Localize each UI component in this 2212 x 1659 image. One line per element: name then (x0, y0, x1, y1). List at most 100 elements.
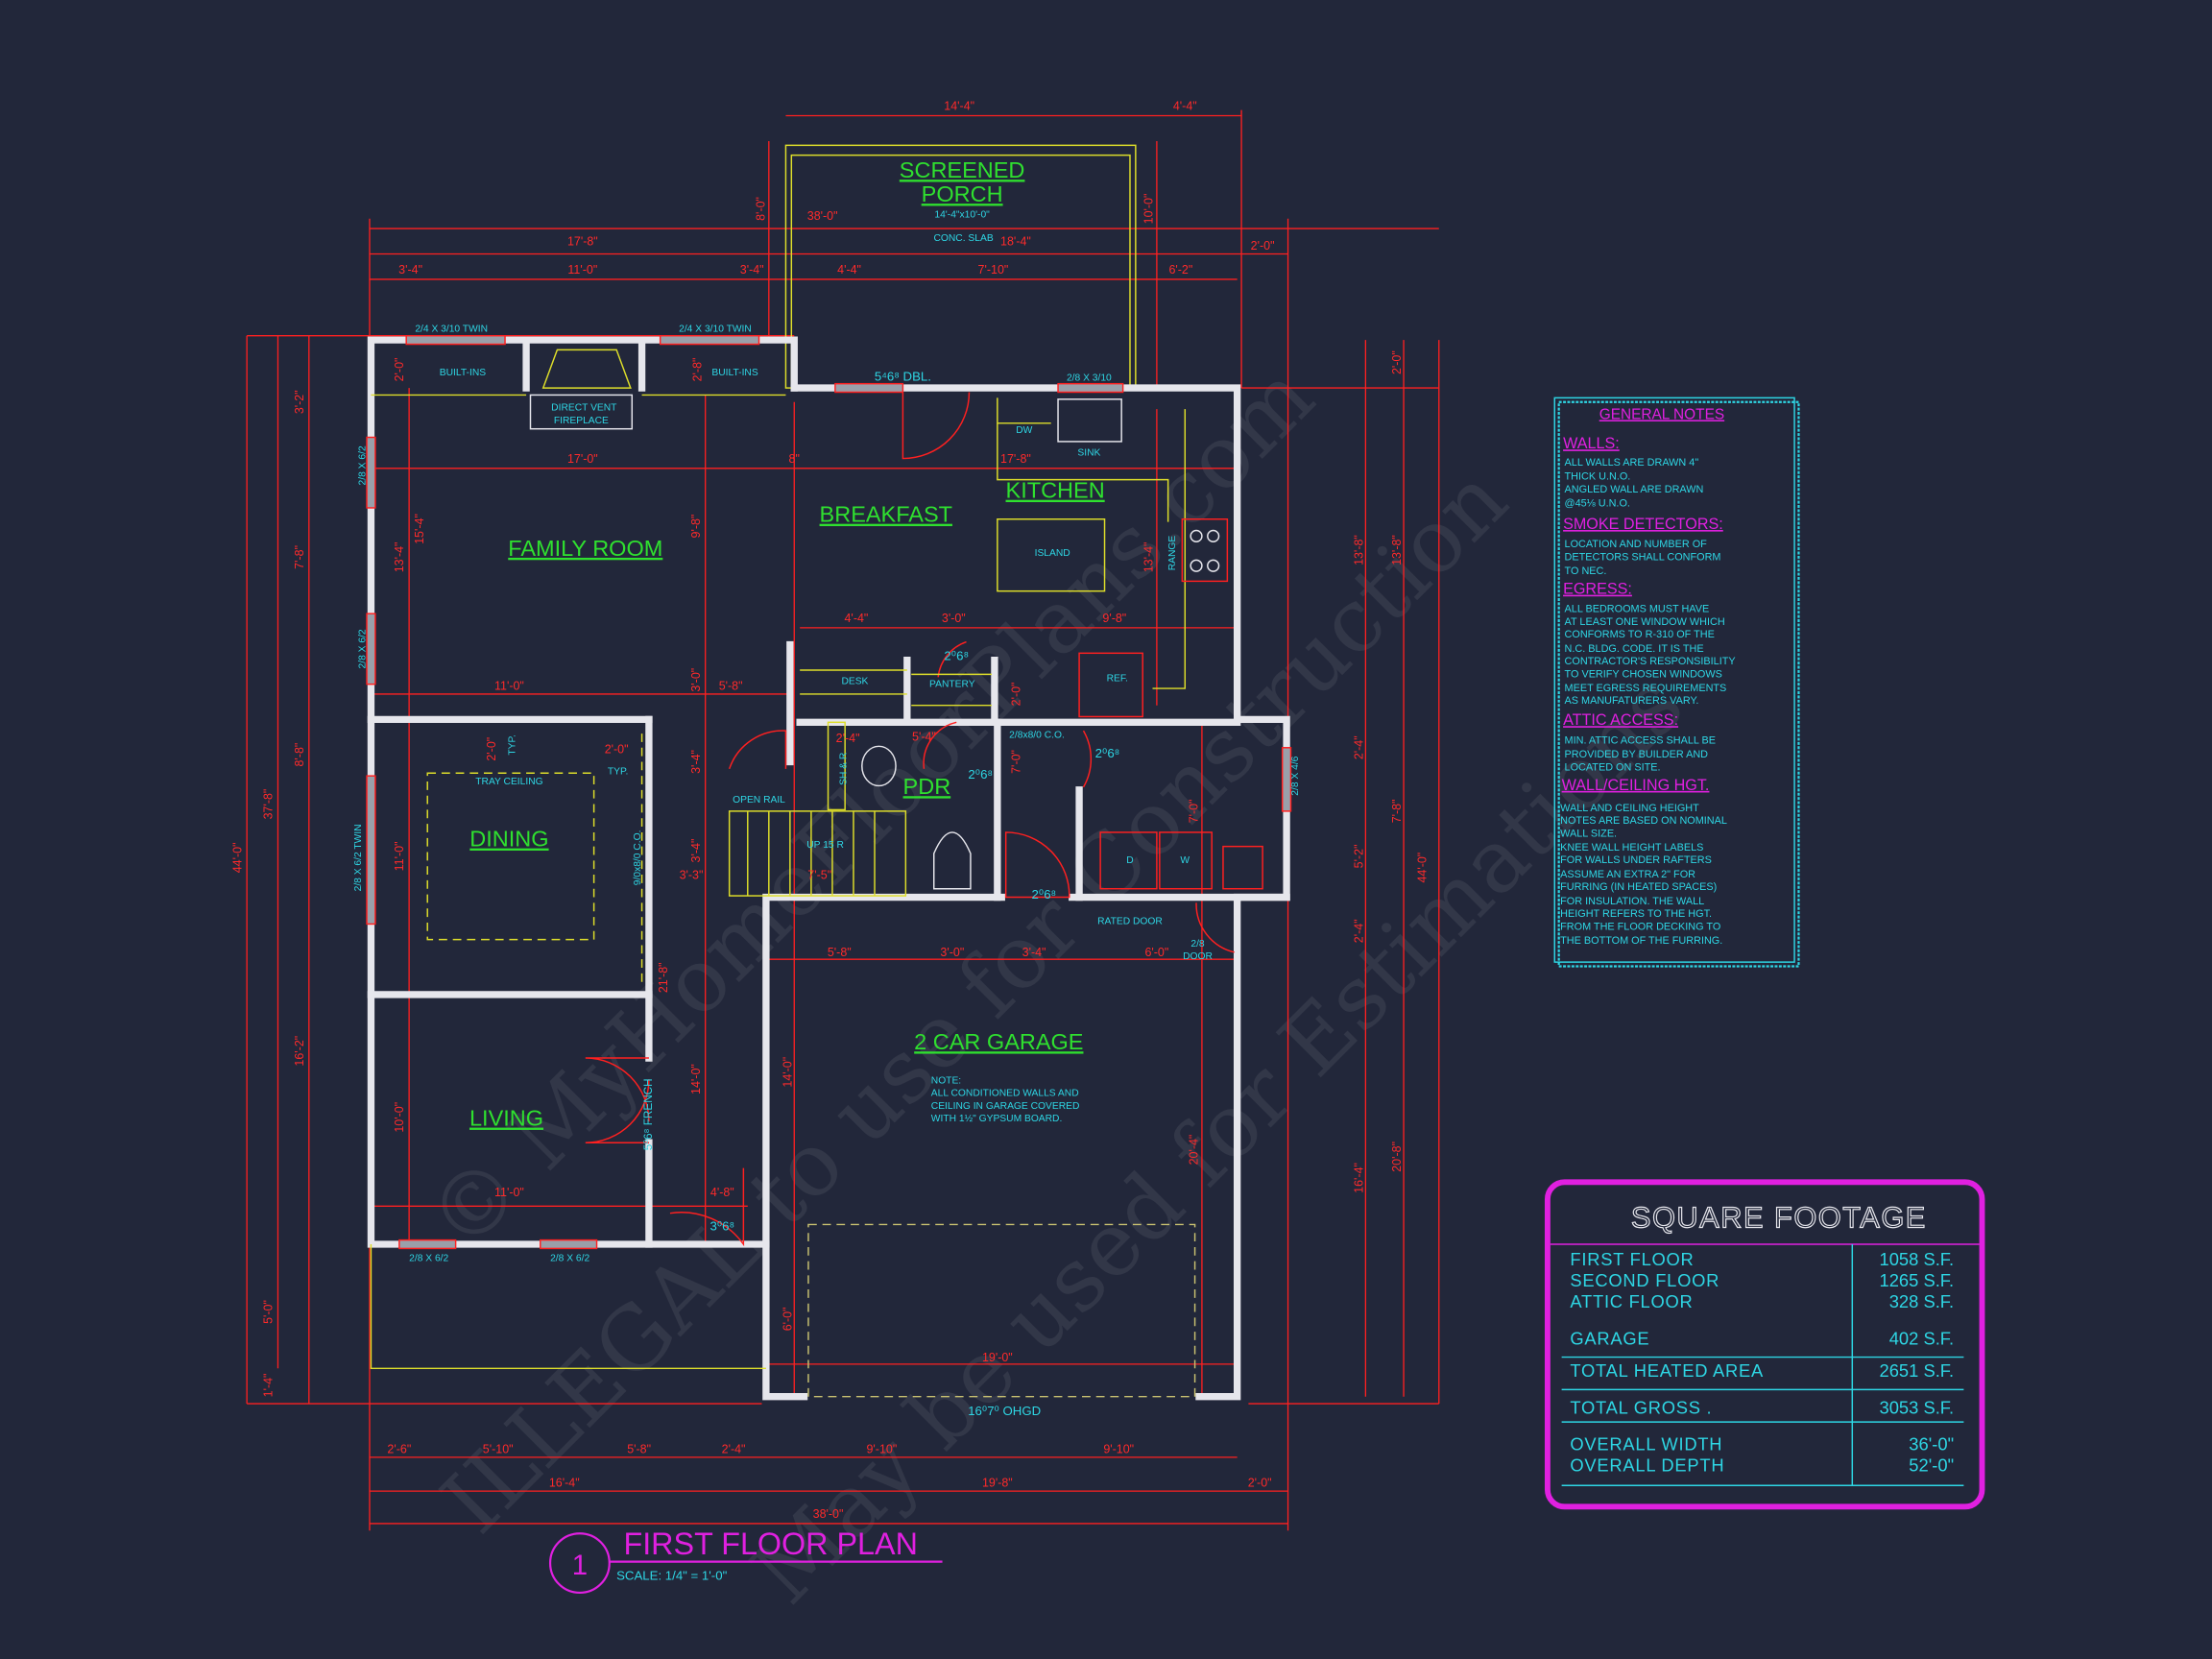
window-label: 2/8 X 6/2 (358, 629, 369, 668)
dimension-label: 2'-8" (690, 358, 704, 382)
note-line: THICK U.N.O. (1565, 471, 1631, 483)
square-footage-table: SQUARE FOOTAGE FIRST FLOOR 1058 S.F. SEC… (1544, 1179, 1985, 1510)
window-label: 2/8 X 4/6 (1290, 756, 1301, 795)
note-line: FURRING (IN HEATED SPACES) (1560, 881, 1717, 893)
room-kitchen: KITCHEN (1006, 478, 1105, 503)
typ-label: TYP. (507, 734, 517, 756)
dimension-label: 4'-4" (1173, 100, 1197, 113)
refrigerator-label: REF. (1107, 674, 1128, 685)
dimension-label: 7'-5" (807, 868, 831, 881)
dimension-label: 8'-0" (754, 197, 767, 221)
dimension-label: 7'-0" (1188, 799, 1201, 823)
note-line: ALL WALLS ARE DRAWN 4" (1565, 457, 1699, 469)
dimension-label: 2'-0" (1248, 1477, 1272, 1490)
garage-note-heading: NOTE: (931, 1075, 961, 1086)
dimension-lines (246, 109, 1440, 1531)
window-label: 2/8 X 6/2 (409, 1254, 448, 1264)
notes-heading-wall-ceiling: WALL/CEILING HGT. (1562, 777, 1710, 794)
shelf-rod-label: SH & R (839, 753, 850, 785)
dryer-label: D (1126, 855, 1133, 866)
cased-opening-label: 9/0x8/0 C.O. (633, 830, 643, 886)
doors (585, 392, 1235, 1247)
door-label: 5⁴6⁸ DBL. (875, 370, 931, 384)
note-line: HEIGHT REFERS TO THE HGT. (1560, 908, 1712, 920)
note-line: FOR WALLS UNDER RAFTERS (1560, 854, 1712, 866)
dimension-label: 16'-4" (1352, 1163, 1365, 1193)
door-label: 2⁰6⁸ (1032, 887, 1057, 902)
note-line: TO VERIFY CHOSEN WINDOWS (1565, 668, 1722, 680)
fireplace-label: FIREPLACE (554, 416, 609, 426)
sf-value: 2651 S.F. (1880, 1360, 1955, 1381)
window-label: 2/4 X 3/10 TWIN (679, 324, 752, 334)
stairs-label: UP 15 R (806, 840, 844, 851)
rated-door-label: RATED DOOR (1097, 916, 1163, 926)
dimension-label: 5'-4" (912, 730, 936, 743)
sf-value: 1058 S.F. (1880, 1249, 1955, 1269)
door-label: 2/8 (1190, 939, 1205, 950)
dimension-label: 3'-4" (689, 839, 703, 863)
dimension-label: 4'-8" (710, 1186, 734, 1199)
door-label: 2⁰6⁸ (1095, 746, 1120, 760)
note-line: @45⅛ U.N.O. (1565, 498, 1630, 510)
conc-slab-label: CONC. SLAB (933, 233, 993, 244)
sf-label: GARAGE (1570, 1328, 1649, 1348)
dimension-label: 9'-8" (689, 515, 703, 539)
dimension-label: 13'-4" (1142, 542, 1155, 573)
dimension-label: 11'-0" (494, 680, 524, 693)
dimension-label: 3'-0" (689, 668, 703, 692)
dimension-label: 2'-0" (1251, 239, 1275, 252)
dimension-label: 2'-0" (1009, 683, 1022, 707)
note-line: AT LEAST ONE WINDOW WHICH (1565, 616, 1725, 628)
square-footage-title: SQUARE FOOTAGE (1631, 1200, 1927, 1234)
dimension-label: 11'-0" (494, 1186, 524, 1199)
dimension-label: 19'-0" (982, 1351, 1013, 1364)
sf-label: SECOND FLOOR (1570, 1270, 1719, 1290)
dimension-label: 6'-0" (781, 1307, 794, 1331)
builtins-label: BUILT-INS (440, 368, 486, 378)
sf-label: TOTAL HEATED AREA (1570, 1360, 1764, 1381)
dimension-label: 3'-4" (740, 263, 764, 276)
open-rail-label: OPEN RAIL (733, 795, 785, 805)
room-pdr: PDR (903, 774, 951, 799)
dimension-label: 5'-10" (483, 1442, 514, 1455)
dimension-label: 3'-2" (293, 390, 306, 414)
dimension-label: 10'-0" (1142, 194, 1155, 225)
porch-size: 14'-4"x10'-0" (934, 209, 990, 220)
dimension-label: 44'-0" (230, 843, 244, 874)
note-line: FROM THE FLOOR DECKING TO (1560, 921, 1720, 932)
room-dining: DINING (469, 827, 548, 852)
fixtures (370, 349, 1263, 1398)
note-line: WALL AND CEILING HEIGHT (1560, 803, 1699, 814)
dimension-label: 16'-2" (293, 1036, 306, 1067)
dimension-label: 17'-8" (1000, 452, 1031, 466)
door-label: 2⁰6⁸ (968, 767, 993, 781)
dimension-label: 11'-0" (393, 841, 406, 871)
notes-title: GENERAL NOTES (1599, 406, 1724, 422)
dimension-label: 5'-8" (719, 680, 743, 693)
room-labels: SCREENED PORCH 14'-4"x10'-0" FAMILY ROOM… (469, 157, 1105, 1130)
garage-note-line: WITH 1½" GYPSUM BOARD. (931, 1114, 1063, 1124)
dimension-label: 3'-4" (689, 750, 703, 774)
note-line: DETECTORS SHALL CONFORM (1565, 551, 1721, 563)
dimension-label: 13'-4" (393, 542, 406, 573)
room-breakfast: BREAKFAST (820, 502, 952, 527)
drawing-title: 1 FIRST FLOOR PLAN SCALE: 1/4" = 1'-0" (548, 1527, 943, 1595)
dimension-label: 4'-4" (837, 263, 861, 276)
notes-heading-walls: WALLS: (1563, 435, 1620, 452)
dimension-label: 2'-0" (393, 358, 406, 382)
windows (366, 334, 1292, 1250)
builtins-label: BUILT-INS (711, 368, 757, 378)
note-line: THE BOTTOM OF THE FURRING. (1560, 935, 1722, 947)
note-line: ANGLED WALL ARE DRAWN (1565, 484, 1704, 495)
dimension-label: 5'-8" (627, 1442, 651, 1455)
dimension-label: 7'-8" (1390, 799, 1404, 823)
dimension-label: 9'-8" (1102, 612, 1126, 625)
dimension-label: 5'-0" (262, 1300, 276, 1324)
sf-label: TOTAL GROSS . (1570, 1397, 1712, 1417)
notes-heading-attic: ATTIC ACCESS: (1563, 711, 1678, 729)
dimension-label: 8" (789, 452, 800, 466)
window-label: 2/8 X 3/10 (1067, 373, 1112, 384)
note-line: PROVIDED BY BUILDER AND (1565, 749, 1709, 760)
sf-label: OVERALL WIDTH (1570, 1434, 1722, 1455)
